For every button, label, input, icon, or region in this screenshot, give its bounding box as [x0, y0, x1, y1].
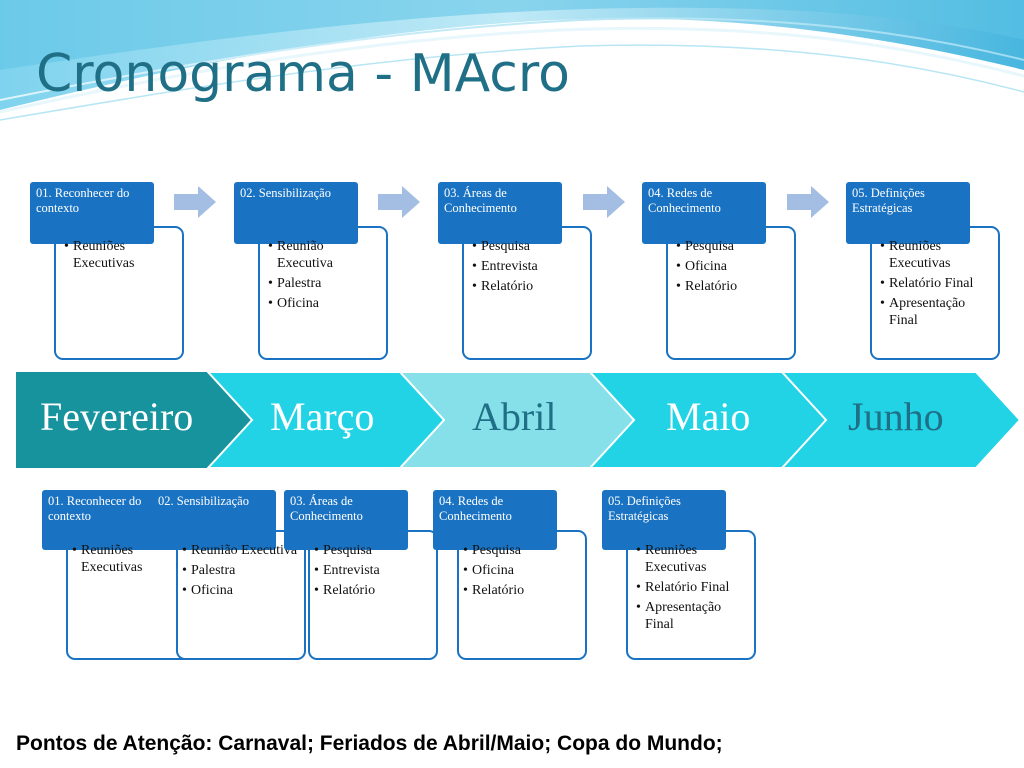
list-item: Reuniões Executivas [72, 542, 188, 576]
list-item: Relatório [676, 278, 788, 295]
page-title: Cronograma - MAcro [36, 44, 570, 104]
list-item: Oficina [676, 258, 788, 275]
month-label-marco: Março [270, 394, 375, 439]
header-wave-decoration [0, 0, 1024, 121]
arrow-right-icon [174, 186, 216, 218]
list-item: Pesquisa [472, 238, 584, 255]
bottom-step-card-5: 05. Definições Estratégicas Reuniões Exe… [602, 490, 758, 662]
list-item: Reuniões Executivas [636, 542, 748, 576]
card-item-list: Reuniões Executivas Relatório Final Apre… [880, 238, 992, 332]
list-item: Relatório [472, 278, 584, 295]
list-item: Oficina [268, 295, 380, 312]
list-item: Apresentação Final [636, 599, 748, 633]
card-header: 03. Áreas de Conhecimento [284, 490, 408, 550]
list-item: Apresentação Final [880, 295, 992, 329]
list-item: Palestra [268, 275, 380, 292]
month-ribbon [16, 372, 1020, 468]
ribbon-segment-abril [398, 372, 640, 468]
bottom-step-card-1: 01. Reconhecer do contexto Reuniões Exec… [42, 490, 198, 662]
top-step-card-3: 03. Áreas de Conhecimento Pesquisa Entre… [438, 182, 594, 360]
card-item-list: Pesquisa Entrevista Relatório [314, 542, 430, 602]
list-item: Reunião Executiva [268, 238, 380, 272]
attention-note: Pontos de Atenção: Carnaval; Feriados de… [16, 732, 723, 755]
list-item: Oficina [182, 582, 298, 599]
list-item: Pesquisa [314, 542, 430, 559]
list-item: Reunião Executiva [182, 542, 298, 559]
list-item: Entrevista [472, 258, 584, 275]
top-step-card-2: 02. Sensibilização Reunião Executiva Pal… [234, 182, 390, 360]
list-item: Palestra [182, 562, 298, 579]
ribbon-segment-marco [206, 372, 450, 468]
list-item: Entrevista [314, 562, 430, 579]
bottom-step-card-4: 04. Redes de Conhecimento Pesquisa Ofici… [433, 490, 589, 662]
top-step-card-4: 04. Redes de Conhecimento Pesquisa Ofici… [642, 182, 798, 360]
month-label-junho: Junho [848, 394, 944, 439]
arrow-right-icon [583, 186, 625, 218]
ribbon-segment-maio [588, 372, 832, 468]
list-item: Pesquisa [463, 542, 579, 559]
ribbon-segment-junho [780, 372, 1020, 468]
card-item-list: Reuniões Executivas [72, 542, 188, 579]
list-item: Pesquisa [676, 238, 788, 255]
card-header: 01. Reconhecer do contexto [42, 490, 166, 550]
card-header: 04. Redes de Conhecimento [642, 182, 766, 244]
list-item: Reuniões Executivas [880, 238, 992, 272]
arrow-right-icon [378, 186, 420, 218]
list-item: Relatório Final [880, 275, 992, 292]
list-item: Relatório Final [636, 579, 748, 596]
card-item-list: Reunião Executiva Palestra Oficina [182, 542, 298, 602]
card-header: 05. Definições Estratégicas [846, 182, 970, 244]
bottom-step-card-2: 02. Sensibilização Reunião Executiva Pal… [152, 490, 308, 662]
top-step-card-5: 05. Definições Estratégicas Reuniões Exe… [846, 182, 1002, 360]
month-label-maio: Maio [666, 394, 751, 439]
list-item: Oficina [463, 562, 579, 579]
ribbon-segment-fevereiro [16, 372, 256, 468]
list-item: Relatório [314, 582, 430, 599]
arrow-right-icon [787, 186, 829, 218]
card-header: 02. Sensibilização [234, 182, 358, 244]
card-item-list: Pesquisa Oficina Relatório [676, 238, 788, 298]
bottom-step-card-3: 03. Áreas de Conhecimento Pesquisa Entre… [284, 490, 440, 662]
card-header: 04. Redes de Conhecimento [433, 490, 557, 550]
list-item: Reuniões Executivas [64, 238, 176, 272]
top-step-card-1: 01. Reconhecer do contexto Reuniões Exec… [30, 182, 186, 360]
card-item-list: Reunião Executiva Palestra Oficina [268, 238, 380, 315]
card-header: 05. Definições Estratégicas [602, 490, 726, 550]
card-header: 02. Sensibilização [152, 490, 276, 550]
month-label-fevereiro: Fevereiro [40, 394, 194, 439]
list-item: Relatório [463, 582, 579, 599]
card-item-list: Pesquisa Entrevista Relatório [472, 238, 584, 298]
card-item-list: Reuniões Executivas [64, 238, 176, 275]
month-label-abril: Abril [472, 394, 557, 439]
card-item-list: Reuniões Executivas Relatório Final Apre… [636, 542, 748, 636]
card-header: 01. Reconhecer do contexto [30, 182, 154, 244]
card-header: 03. Áreas de Conhecimento [438, 182, 562, 244]
card-item-list: Pesquisa Oficina Relatório [463, 542, 579, 602]
